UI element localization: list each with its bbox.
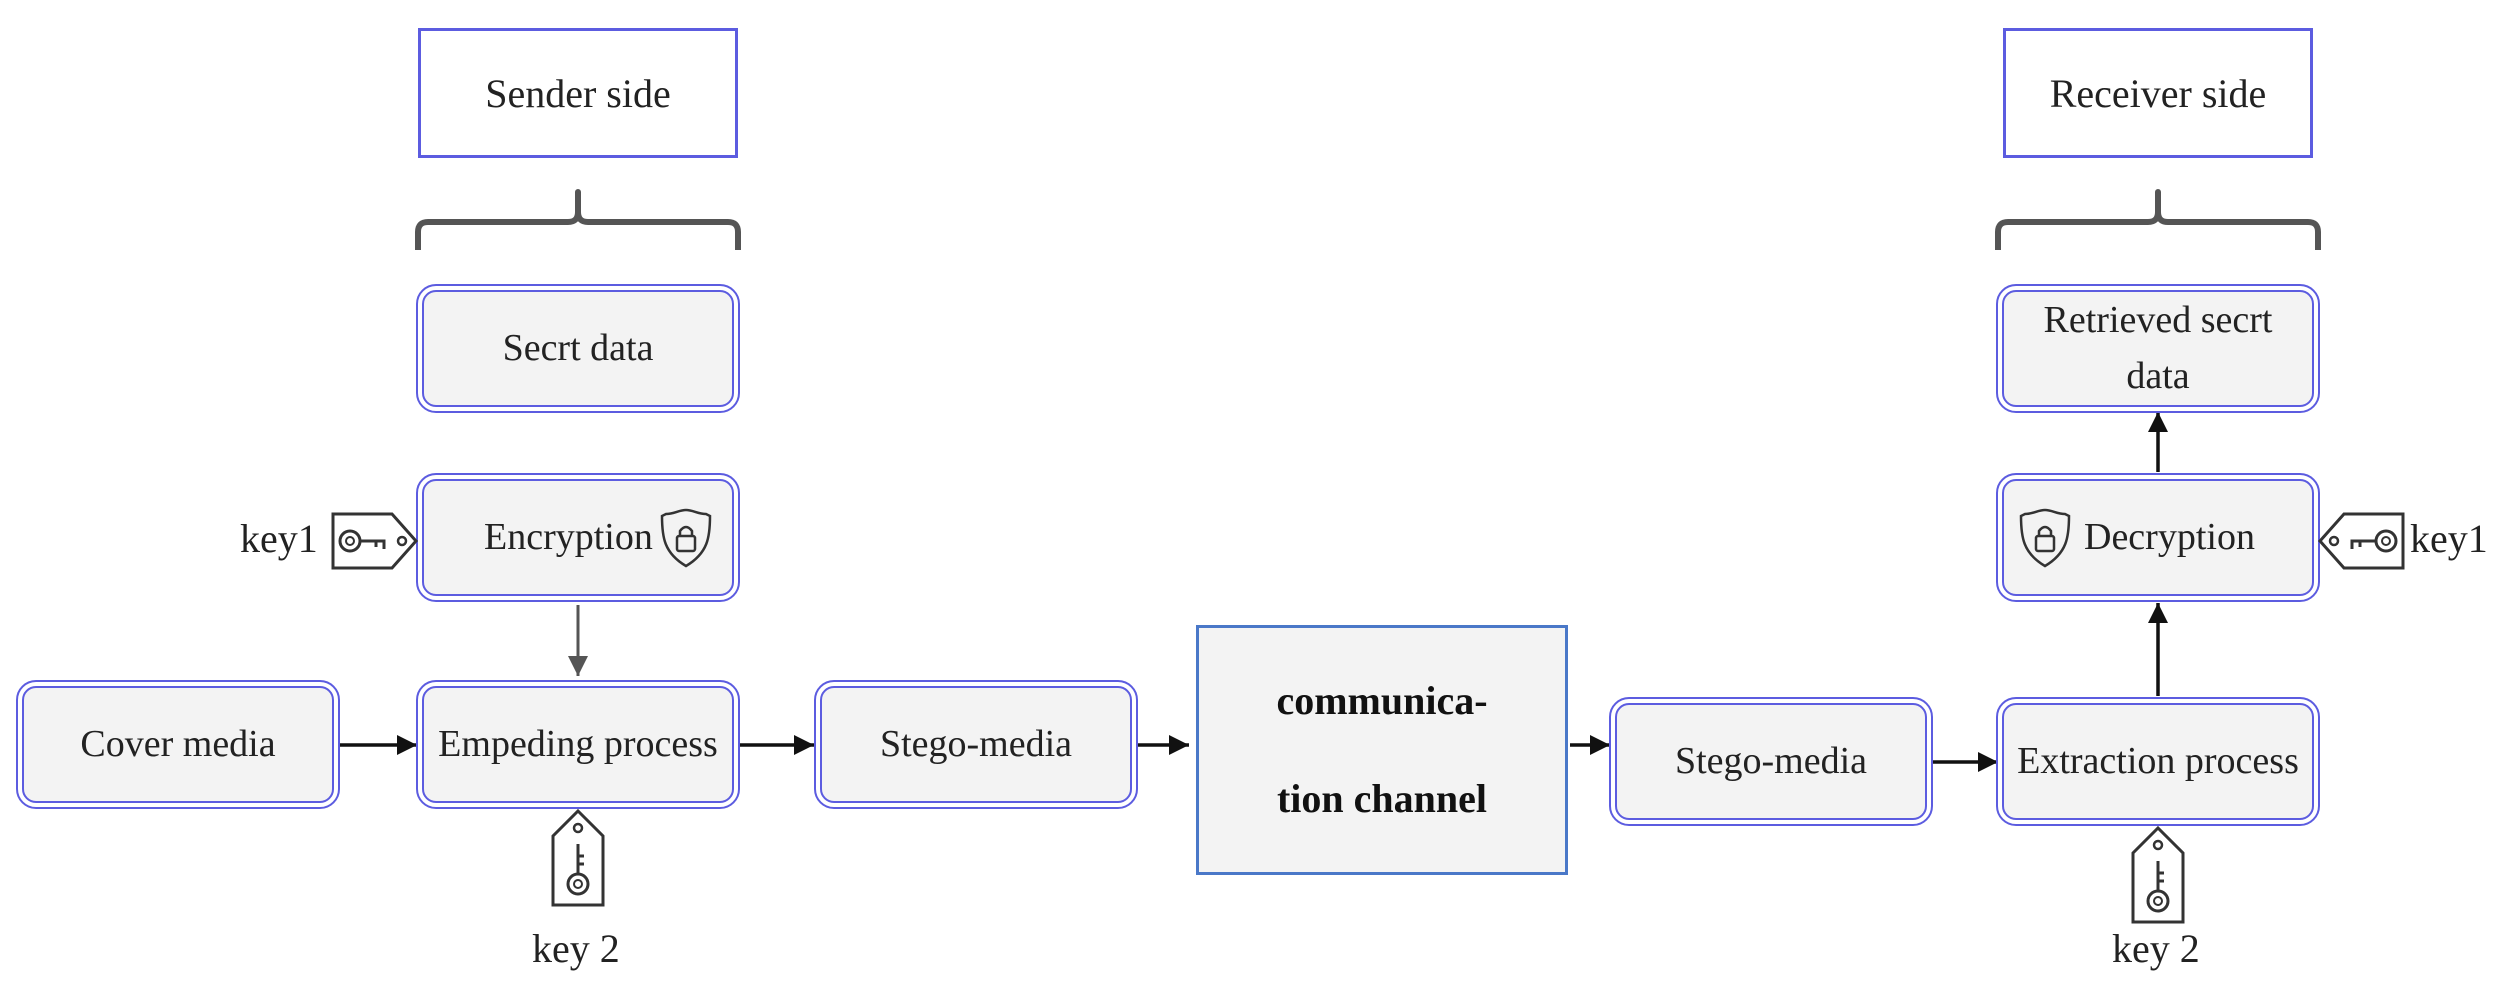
decryption-node: Decryption [1996,473,2320,602]
receiver-brace [1995,189,2321,250]
decryption-label: Decryption [2084,516,2255,558]
key-tag-icon [331,512,419,570]
receiver-key1-label: key1 [2410,516,2488,561]
sender-side-label: Sender side [418,28,738,158]
retrieved-secret-data-node: Retrieved secrt data [1996,284,2320,413]
encryption-node: Encryption [416,473,740,602]
key-tag-icon [551,808,605,907]
key-tag-icon [2317,512,2405,570]
key-tag-icon [2131,825,2185,924]
channel-line-2: tion channel [1276,776,1488,821]
cover-media-node: Cover media [16,680,340,809]
communication-channel-node: communica- tion channel [1196,625,1568,875]
secret-data-node: Secrt data [416,284,740,413]
sender-key2-label: key 2 [532,926,620,971]
receiver-key2-label: key 2 [2112,926,2200,971]
embedding-process-node: Empeding process [416,680,740,809]
retrieved-label: Retrieved secrt data [2043,299,2273,397]
channel-line-1: communica- [1276,678,1488,723]
shield-lock-icon [2019,508,2071,567]
shield-lock-icon [660,508,712,567]
encryption-label: Encryption [484,516,653,558]
receiver-side-label: Receiver side [2003,28,2313,158]
sender-brace [415,189,741,250]
sender-key1-label: key1 [240,516,318,561]
extraction-process-node: Extraction process [1996,697,2320,826]
sender-stego-media-node: Stego-media [814,680,1138,809]
receiver-stego-media-node: Stego-media [1609,697,1933,826]
